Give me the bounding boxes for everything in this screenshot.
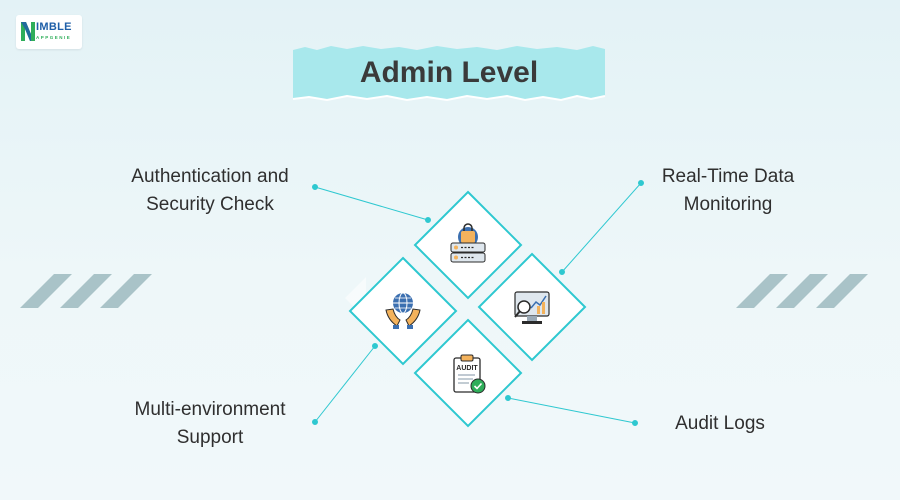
connector-dot xyxy=(312,184,318,190)
left-stripes-decoration xyxy=(20,274,152,308)
label-line: Security Check xyxy=(146,194,274,215)
audit-clipboard-icon: AUDIT xyxy=(453,354,486,394)
title-banner: Admin Level xyxy=(291,44,607,102)
label-authentication: Authentication and Security Check xyxy=(100,163,320,219)
label-audit-logs: Audit Logs xyxy=(640,410,800,438)
security-lock-icon xyxy=(450,223,486,263)
monitoring-icon xyxy=(514,291,550,324)
brand-logo: IMBLE APPGENIE xyxy=(16,15,82,49)
right-stripes-decoration xyxy=(736,274,868,308)
connector-auth xyxy=(314,186,429,221)
logo-mark-icon xyxy=(21,22,35,41)
connector-multi xyxy=(314,345,376,423)
connector-dot xyxy=(559,269,565,275)
connector-dot xyxy=(638,180,644,186)
torn-paper-shape xyxy=(292,46,606,102)
connector-dot xyxy=(632,420,638,426)
audit-icon-text: AUDIT xyxy=(456,365,478,372)
connector-dot xyxy=(312,419,318,425)
connector-dot xyxy=(425,217,431,223)
label-line: Authentication and xyxy=(131,166,289,187)
connector-dot xyxy=(505,395,511,401)
globe-hands-icon xyxy=(385,292,421,329)
label-line: Real-Time Data xyxy=(661,166,795,187)
label-line: Audit Logs xyxy=(675,413,765,434)
connector-dot xyxy=(372,343,378,349)
label-realtime-monitoring: Real-Time Data Monitoring xyxy=(628,163,828,219)
label-line: Support xyxy=(176,427,244,448)
label-multi-environment: Multi-environment Support xyxy=(100,396,320,452)
label-line: Multi-environment xyxy=(134,399,286,420)
connector-realtime xyxy=(561,182,642,273)
page-title: Admin Level xyxy=(359,56,539,89)
connector-audit xyxy=(507,397,636,424)
logo-tagline: APPGENIE xyxy=(36,35,72,40)
label-line: Monitoring xyxy=(683,194,773,215)
logo-wordmark: IMBLE xyxy=(36,21,72,33)
